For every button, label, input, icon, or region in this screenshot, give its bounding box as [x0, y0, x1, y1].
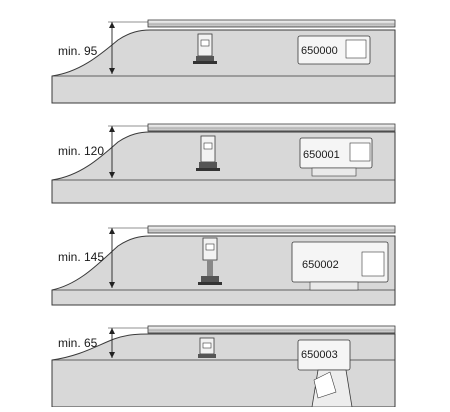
panel-4: 650003 min. 65 [51, 325, 396, 408]
panel-2: 650001 min. 120 [51, 123, 396, 204]
channel-top [147, 123, 396, 132]
panel-3: 650002 min. 145 [51, 225, 396, 306]
product-code: 650002 [302, 259, 339, 271]
min-height-label: min. 95 [58, 44, 98, 58]
product-code: 650000 [301, 45, 338, 57]
panel-1: 650000 min. 95 [51, 19, 396, 104]
min-height-label: min. 145 [58, 250, 104, 264]
channel-top [147, 325, 396, 334]
channel-top [147, 225, 396, 234]
min-height-label: min. 120 [58, 144, 104, 158]
channel-top [147, 19, 396, 28]
min-height-label: min. 65 [58, 336, 98, 350]
product-code: 650001 [303, 149, 340, 161]
product-code: 650003 [301, 349, 338, 361]
